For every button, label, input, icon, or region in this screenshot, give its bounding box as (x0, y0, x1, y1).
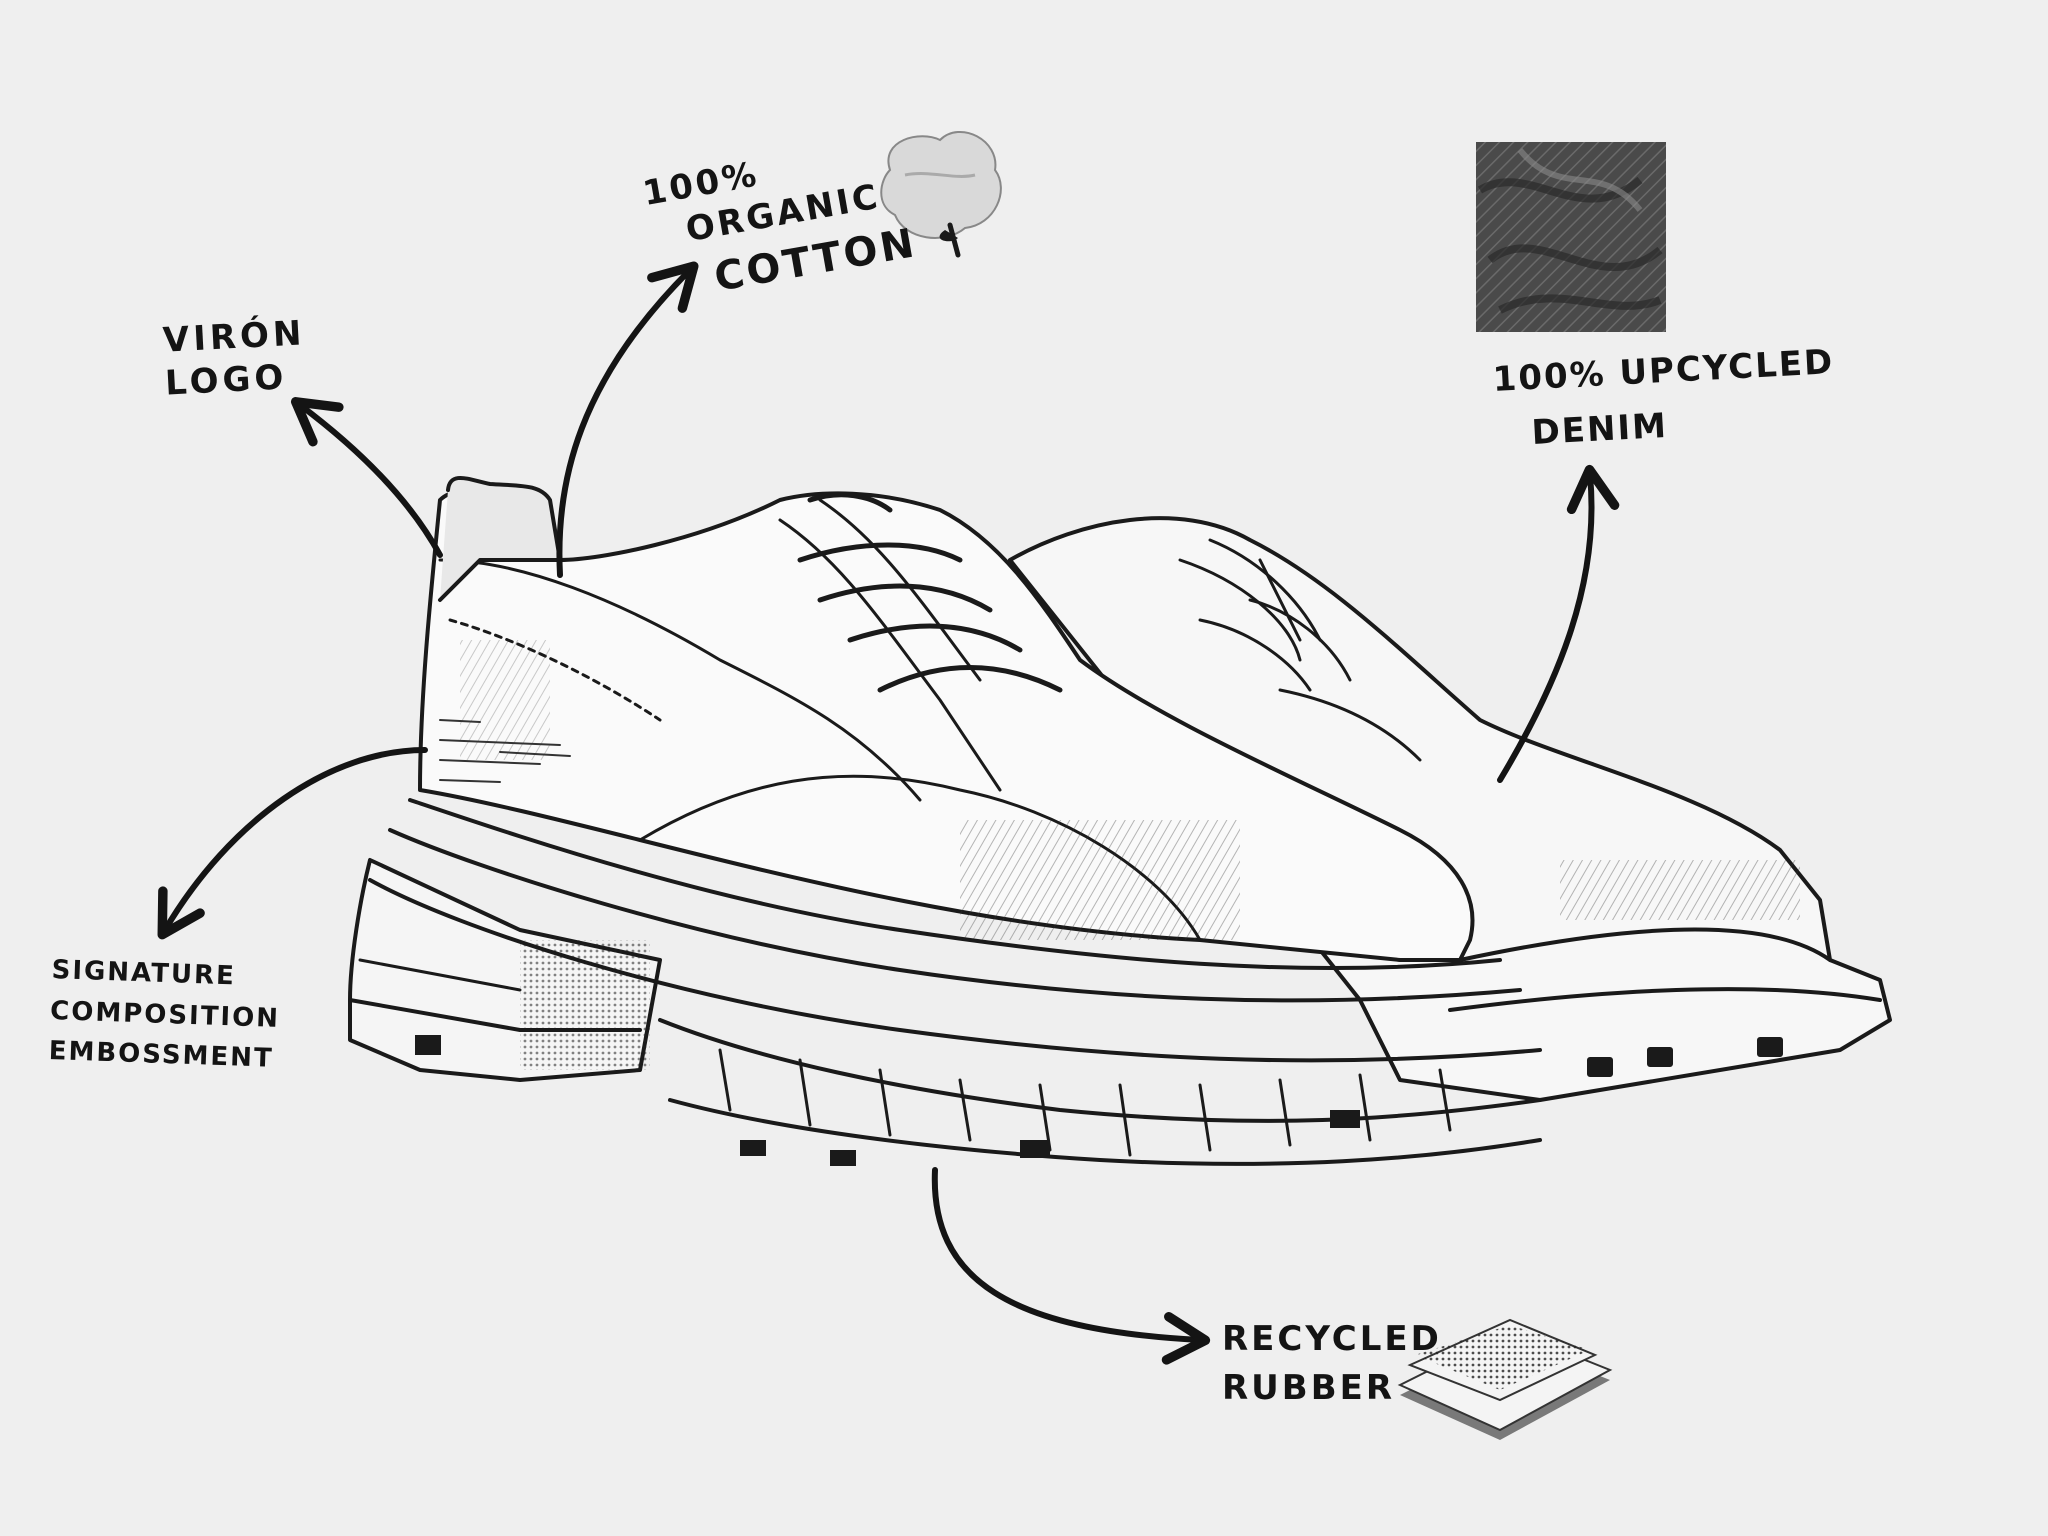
label-line: LOGO (164, 356, 289, 404)
arrow-to-denim (1497, 464, 1620, 783)
upcycled-denim-label: 100% UPCYCLED DENIM (1492, 341, 1838, 456)
rubber-sheet-swatch-icon (1397, 1318, 1613, 1440)
label-line: COMPOSITION (49, 995, 281, 1034)
arrow-to-rubber (931, 1167, 1211, 1365)
recycled-rubber-label: RECYCLED RUBBER (1222, 1318, 1442, 1409)
left-shoe (348, 476, 1542, 1166)
shoe-sketch-icon (348, 476, 1892, 1166)
arrows (157, 261, 1620, 1365)
denim-fabric-swatch-icon (1476, 142, 1666, 332)
label-line: RUBBER (1222, 1367, 1396, 1408)
arrow-to-cotton (556, 261, 699, 578)
right-shoe (1008, 516, 1892, 1102)
label-line: RECYCLED (1222, 1319, 1442, 1359)
viron-logo-label: VIRÓN LOGO (162, 312, 309, 404)
label-line: SIGNATURE (51, 955, 237, 992)
label-line: VIRÓN (161, 313, 307, 361)
composition-embossment-label: SIGNATURE COMPOSITION EMBOSSMENT (48, 954, 282, 1083)
arrow-to-logo (290, 397, 443, 558)
label-line: EMBOSSMENT (48, 1035, 275, 1074)
arrow-to-emboss (157, 747, 428, 940)
cotton-boll-icon (880, 130, 1002, 258)
